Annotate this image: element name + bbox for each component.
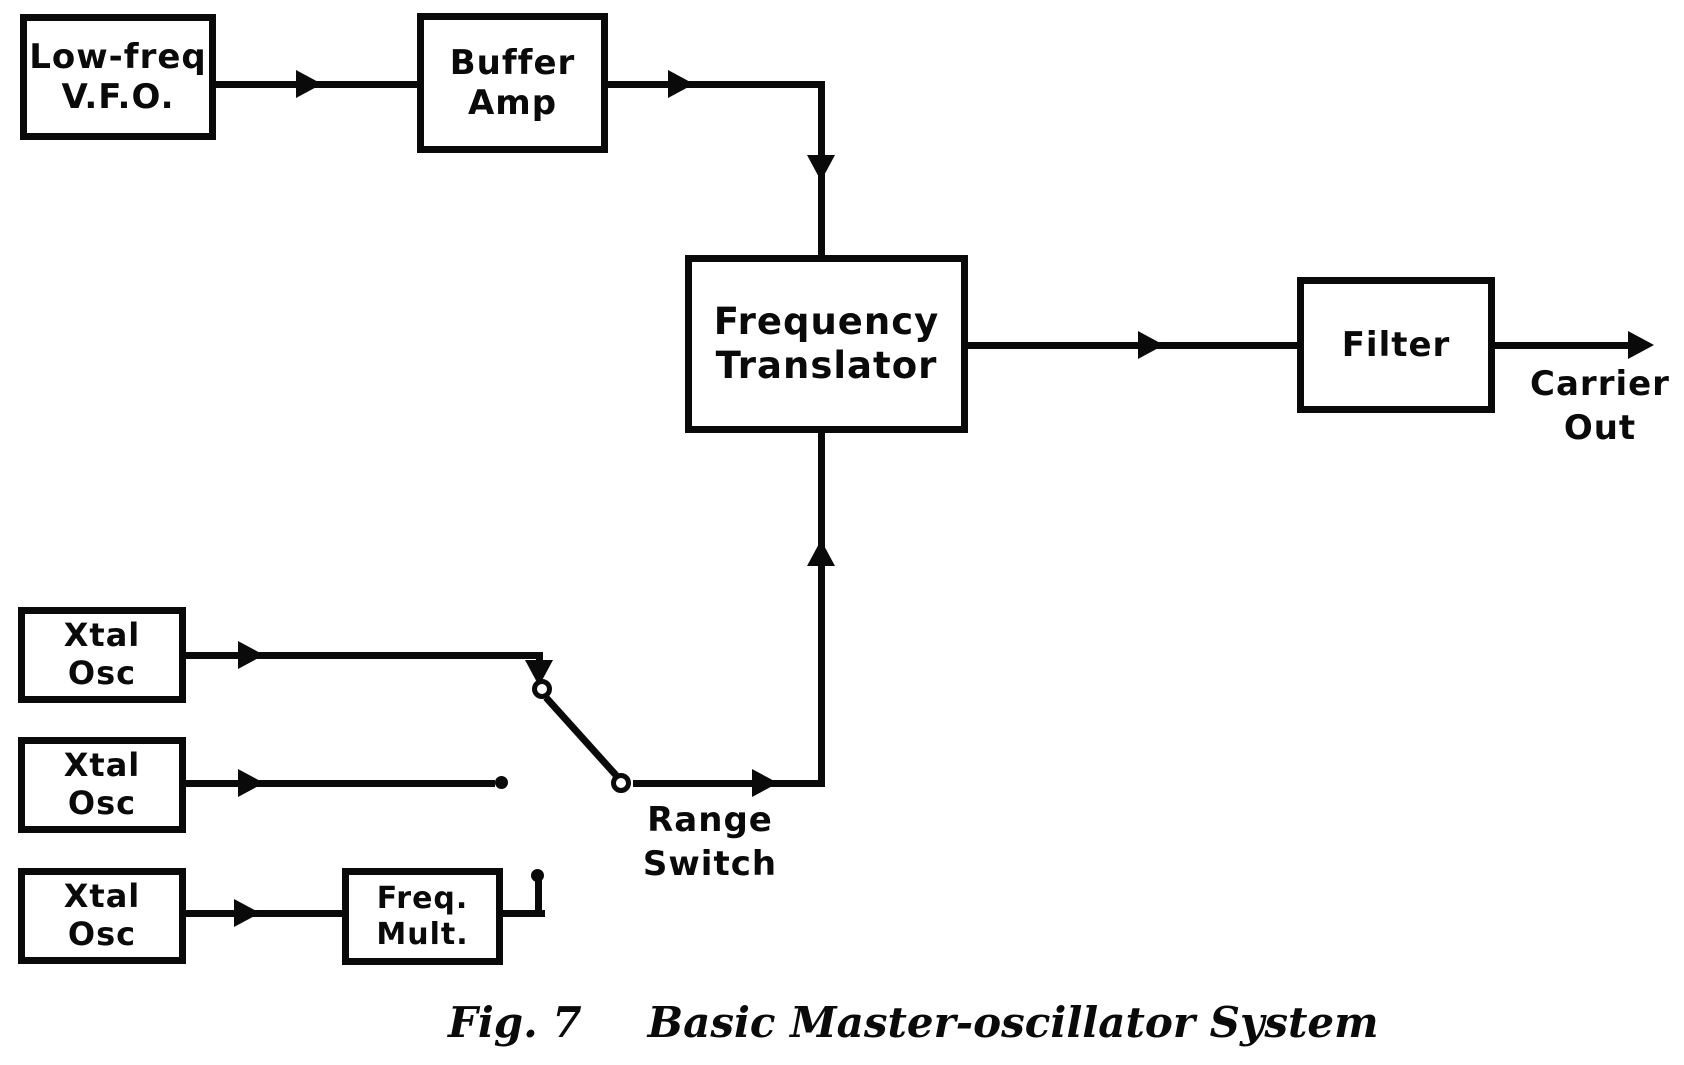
filter-label: Filter [1341,324,1451,365]
block-buffer-amp: Buffer Amp [417,13,608,153]
block-xtal-osc-3: Xtal Osc [18,868,186,964]
block-xtal-osc-1: Xtal Osc [18,607,186,703]
connector-buffer-to-translator-h [608,81,825,88]
switch-contact-a-icon [532,679,552,699]
arrowhead-vfo-to-buffer-icon [296,70,322,98]
connector-freqmult-out-h [503,910,545,917]
freq-mult-label-line1: Freq. [376,881,469,917]
buffer-amp-label-line1: Buffer [449,42,576,83]
switch-contact-b-icon [495,776,508,789]
caption-title: Basic Master-oscillator System [647,998,1379,1047]
figure-caption: Fig. 7 Basic Master-oscillator System [448,998,1379,1047]
xtal-osc-1-label-line2: Osc [67,654,137,692]
connector-xtal2 [186,780,495,787]
connector-switch-to-translator-v [818,432,825,787]
label-carrier-out: Carrier Out [1515,362,1684,450]
range-switch-arm [543,695,620,779]
xtal-osc-1-label-line1: Xtal [63,616,141,655]
block-xtal-osc-2: Xtal Osc [18,737,186,833]
carrier-out-line2: Out [1563,408,1637,448]
block-low-freq-vfo: Low-freq V.F.O. [20,14,216,140]
connector-xtal1-h [186,652,543,659]
connector-translator-to-filter [968,342,1297,349]
arrowhead-xtal3-icon [234,899,260,927]
arrowhead-carrier-out-icon [1628,331,1654,359]
buffer-amp-label-line2: Amp [467,83,558,123]
arrowhead-into-translator-bottom-icon [807,540,835,566]
block-frequency-translator: Frequency Translator [685,255,968,433]
block-filter: Filter [1297,277,1495,413]
label-range-switch: Range Switch [620,798,800,886]
caption-fig-number: Fig. 7 [448,998,582,1047]
arrowhead-xtal2-icon [238,769,264,797]
range-switch-line1: Range [647,800,773,840]
connector-switch-to-translator-h [633,780,825,787]
xtal-osc-3-label-line1: Xtal [63,877,141,916]
carrier-out-line1: Carrier [1530,364,1670,404]
arrowhead-buffer-out-icon [668,70,694,98]
connector-filter-to-carrier-out [1495,342,1635,349]
low-freq-vfo-label-line1: Low-freq [29,36,207,77]
arrowhead-xtal1-icon [238,641,264,669]
frequency-translator-label-line1: Frequency [713,300,940,344]
switch-contact-common-icon [611,773,631,793]
range-switch-line2: Switch [642,844,778,884]
xtal-osc-3-label-line2: Osc [67,915,137,953]
low-freq-vfo-label-line2: V.F.O. [61,77,175,117]
arrowhead-translator-to-filter-icon [1138,331,1164,359]
arrowhead-into-translator-top-icon [807,155,835,181]
arrowhead-switch-common-icon [752,769,778,797]
connector-xtal3-to-freqmult [186,910,342,917]
xtal-osc-2-label-line1: Xtal [63,746,141,785]
block-freq-mult: Freq. Mult. [342,868,503,965]
freqmult-contact-icon [531,869,544,882]
xtal-osc-2-label-line2: Osc [67,784,137,822]
freq-mult-label-line2: Mult. [376,916,469,952]
connector-freqmult-out-v [535,880,542,917]
frequency-translator-label-line2: Translator [715,344,938,387]
